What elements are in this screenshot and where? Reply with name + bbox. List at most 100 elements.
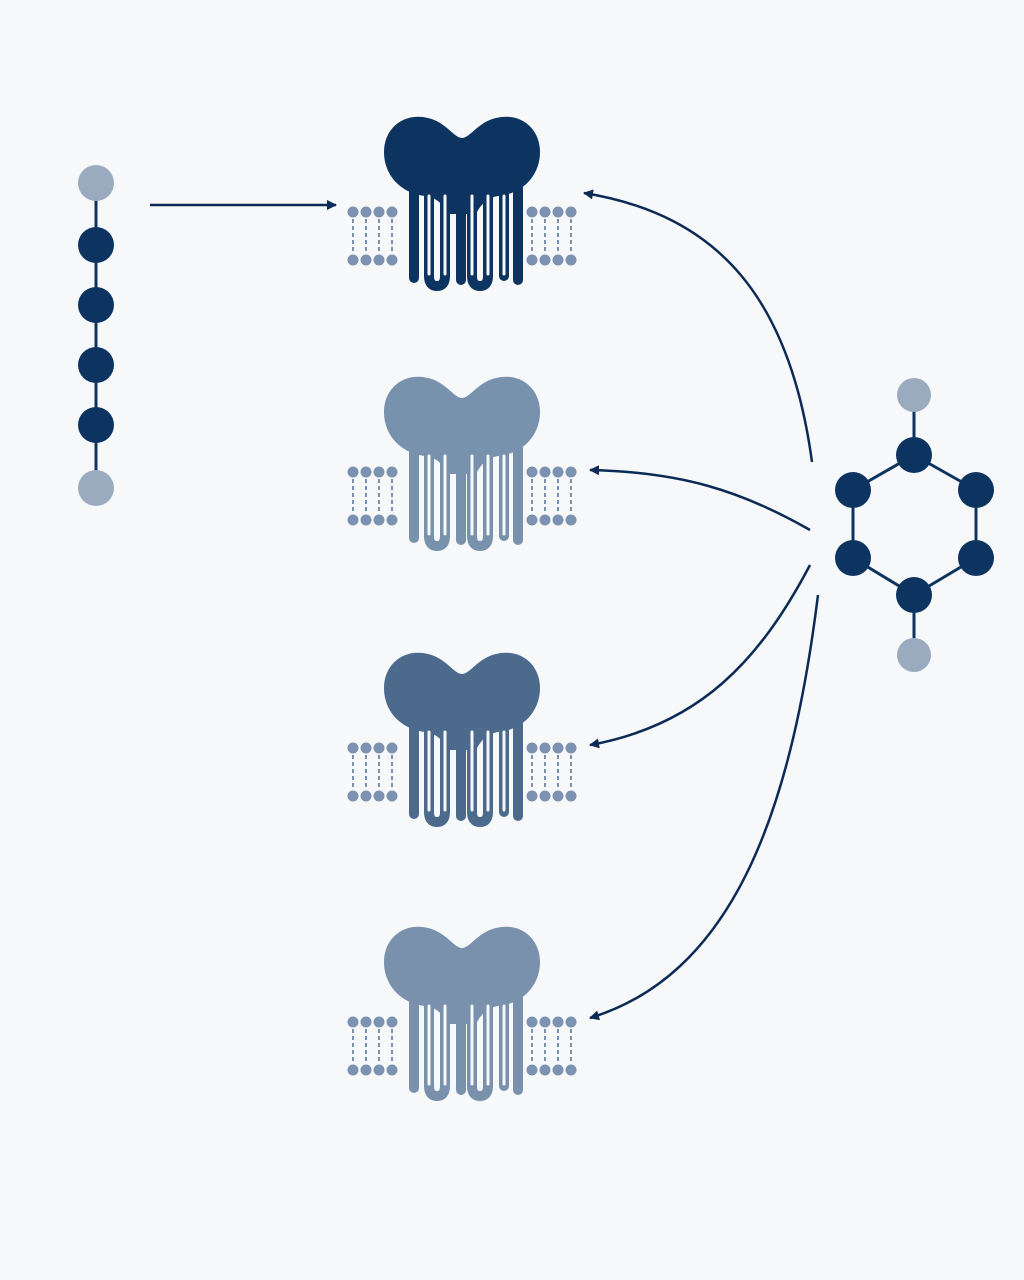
membrane-lipid xyxy=(347,254,359,266)
membrane-lipid xyxy=(360,206,372,218)
membrane-lipid xyxy=(373,254,385,266)
membrane-lipid xyxy=(526,1064,538,1076)
membrane-lipid xyxy=(373,466,385,478)
transmembrane-helix xyxy=(467,997,493,1101)
transmembrane-helix xyxy=(424,447,450,551)
membrane-lipid xyxy=(526,1016,538,1028)
transmembrane-helix xyxy=(440,437,466,545)
membrane-lipid xyxy=(526,742,538,754)
ring-atom-node xyxy=(958,472,994,508)
ring-terminal-node xyxy=(897,378,931,412)
membrane-lipid xyxy=(539,1064,551,1076)
membrane-lipid xyxy=(526,466,538,478)
membrane-lipid xyxy=(347,206,359,218)
membrane-lipid xyxy=(565,514,577,526)
arrow-ring-to-receptor-3 xyxy=(589,564,812,749)
ring-atom-node xyxy=(896,577,932,613)
arrow-ring-to-receptor-4 xyxy=(589,594,820,1021)
transmembrane-helix xyxy=(483,713,509,817)
membrane-lipid xyxy=(565,790,577,802)
membrane-lipid xyxy=(386,1016,398,1028)
membrane-lipid xyxy=(360,254,372,266)
membrane-lipid xyxy=(539,1016,551,1028)
peptide-node xyxy=(78,407,114,443)
transmembrane-helix xyxy=(440,177,466,285)
membrane-lipid xyxy=(539,206,551,218)
membrane-lipid xyxy=(373,790,385,802)
membrane-lipid xyxy=(360,790,372,802)
membrane-lipid xyxy=(360,1016,372,1028)
peptide-node xyxy=(78,347,114,383)
ring-atom-node xyxy=(896,437,932,473)
transmembrane-helix xyxy=(483,437,509,541)
membrane-lipid xyxy=(386,254,398,266)
transmembrane-helix xyxy=(424,997,450,1101)
membrane-lipid xyxy=(526,254,538,266)
membrane-lipid xyxy=(347,514,359,526)
membrane-lipid xyxy=(552,206,564,218)
membrane-lipid xyxy=(552,1064,564,1076)
membrane-lipid xyxy=(360,1064,372,1076)
membrane-lipid xyxy=(360,514,372,526)
membrane-lipid xyxy=(552,254,564,266)
membrane-lipid xyxy=(565,1064,577,1076)
membrane-lipid xyxy=(552,466,564,478)
membrane-lipid xyxy=(386,466,398,478)
membrane-lipid xyxy=(347,1016,359,1028)
receptor-1-icon xyxy=(347,116,577,291)
membrane-lipid xyxy=(565,742,577,754)
transmembrane-helix xyxy=(424,723,450,827)
membrane-lipid xyxy=(386,790,398,802)
receptor-2-icon xyxy=(347,376,577,551)
membrane-lipid xyxy=(539,790,551,802)
membrane-lipid xyxy=(565,1016,577,1028)
membrane-lipid xyxy=(360,742,372,754)
membrane-lipid xyxy=(539,466,551,478)
membrane-lipid xyxy=(386,1064,398,1076)
transmembrane-helix xyxy=(424,187,450,291)
membrane-lipid xyxy=(373,514,385,526)
transmembrane-helix xyxy=(440,987,466,1095)
membrane-lipid xyxy=(347,742,359,754)
membrane-lipid xyxy=(539,254,551,266)
membrane-lipid xyxy=(386,514,398,526)
membrane-lipid xyxy=(539,742,551,754)
receptor-3-icon xyxy=(347,652,577,827)
membrane-lipid xyxy=(347,790,359,802)
membrane-lipid xyxy=(552,1016,564,1028)
membrane-lipid xyxy=(360,466,372,478)
peptide-ligand-icon xyxy=(78,165,114,506)
transmembrane-helix xyxy=(483,177,509,281)
membrane-lipid xyxy=(347,1064,359,1076)
membrane-lipid xyxy=(373,1016,385,1028)
membrane-lipid xyxy=(526,206,538,218)
membrane-lipid xyxy=(552,514,564,526)
transmembrane-helix xyxy=(467,187,493,291)
arrow-ring-to-receptor-1 xyxy=(583,189,814,463)
membrane-lipid xyxy=(552,742,564,754)
transmembrane-helix xyxy=(467,723,493,827)
membrane-lipid xyxy=(373,206,385,218)
membrane-lipid xyxy=(565,466,577,478)
peptide-terminal-node xyxy=(78,470,114,506)
transmembrane-helix xyxy=(467,447,493,551)
membrane-lipid xyxy=(526,514,538,526)
membrane-lipid xyxy=(565,254,577,266)
membrane-lipid xyxy=(386,206,398,218)
ring-atom-node xyxy=(835,472,871,508)
membrane-lipid xyxy=(565,206,577,218)
membrane-lipid xyxy=(386,742,398,754)
ring-atom-node xyxy=(958,540,994,576)
arrow-ring-to-receptor-2 xyxy=(589,465,811,532)
peptide-terminal-node xyxy=(78,165,114,201)
membrane-lipid xyxy=(526,790,538,802)
membrane-lipid xyxy=(539,514,551,526)
transmembrane-helix xyxy=(483,987,509,1091)
peptide-node xyxy=(78,227,114,263)
receptor-4-icon xyxy=(347,926,577,1101)
ring-atom-node xyxy=(835,540,871,576)
membrane-lipid xyxy=(347,466,359,478)
membrane-lipid xyxy=(373,1064,385,1076)
ring-terminal-node xyxy=(897,638,931,672)
